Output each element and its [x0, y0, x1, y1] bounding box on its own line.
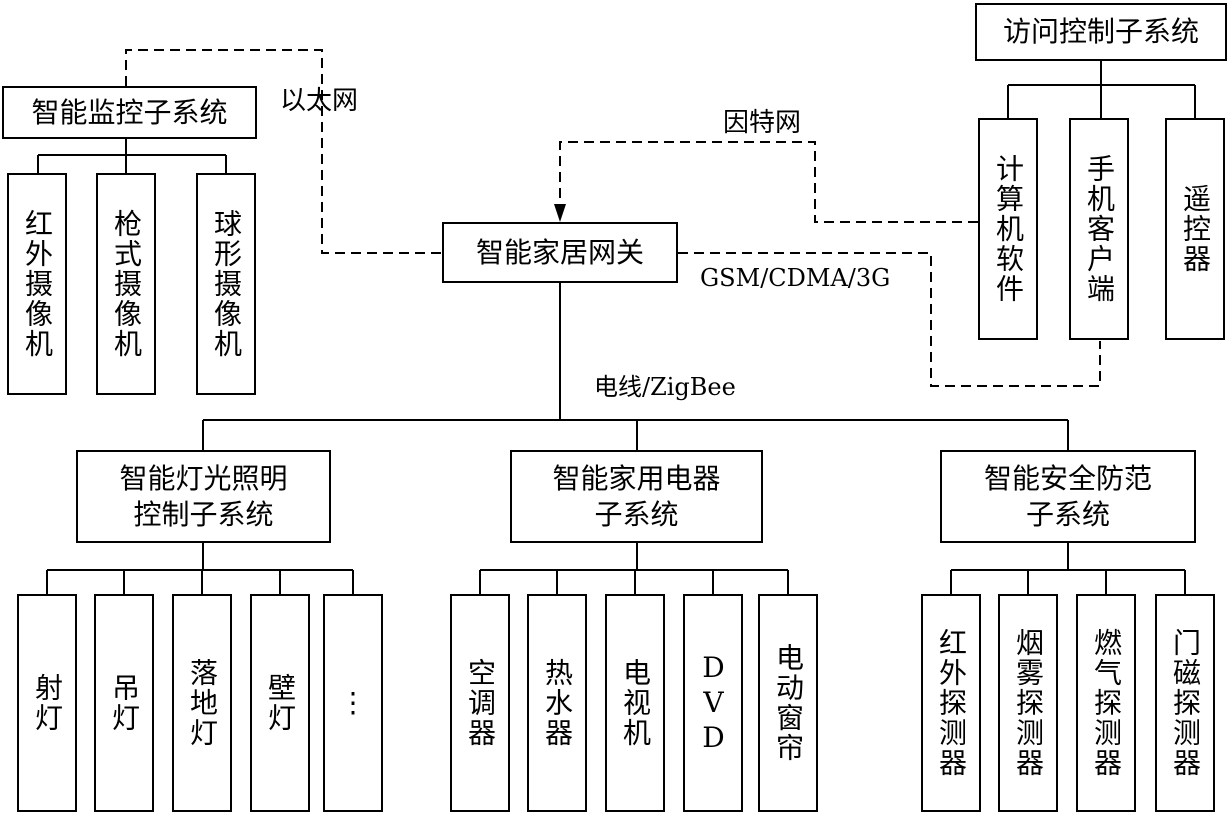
door-magnet-detector-box: 门磁探测器 — [1155, 594, 1215, 812]
spotlight-box: 射灯 — [17, 594, 77, 812]
remote-control-label: 遥控器 — [1179, 184, 1212, 274]
gas-detector-label: 燃气探测器 — [1090, 628, 1123, 778]
spotlight-label: 射灯 — [31, 673, 64, 733]
monitor-subsystem-box: 智能监控子系统 — [2, 86, 257, 139]
wall-lamp-box: 壁灯 — [250, 594, 310, 812]
dome-camera-box: 球形摄像机 — [196, 173, 256, 395]
phone-client-box: 手机客户端 — [1069, 118, 1129, 340]
internet-dashed-link — [559, 141, 978, 223]
dome-camera-label: 球形摄像机 — [210, 209, 243, 359]
security-title-line2: 子系统 — [1025, 497, 1110, 531]
electric-curtain-label: 电动窗帘 — [772, 643, 805, 763]
pendant-light-label: 吊灯 — [108, 673, 141, 733]
gateway-label: 智能家居网关 — [475, 235, 644, 269]
remote-control-box: 遥控器 — [1165, 118, 1225, 340]
gun-camera-box: 枪式摄像机 — [96, 173, 156, 395]
air-conditioner-label: 空调器 — [464, 658, 497, 748]
infrared-camera-label: 红外摄像机 — [21, 209, 54, 359]
ethernet-dashed-link — [125, 49, 442, 254]
gun-camera-label: 枪式摄像机 — [110, 209, 143, 359]
appliance-title-line2: 子系统 — [594, 497, 679, 531]
appliance-subsystem-box: 智能家用电器 子系统 — [510, 450, 763, 543]
lighting-title-line2: 控制子系统 — [133, 497, 274, 531]
mobile-network-label: GSM/CDMA/3G — [700, 264, 891, 292]
floor-lamp-label: 落地灯 — [186, 658, 219, 748]
powerline-zigbee-label: 电线/ZigBee — [594, 373, 736, 401]
appliance-title-line1: 智能家用电器 — [552, 461, 721, 495]
dvd-label: DVD — [697, 650, 730, 756]
phone-client-label: 手机客户端 — [1083, 154, 1116, 304]
security-subsystem-box: 智能安全防范 子系统 — [940, 450, 1196, 543]
internet-label: 因特网 — [723, 108, 802, 138]
computer-software-label: 计算机软件 — [992, 154, 1025, 304]
pendant-light-box: 吊灯 — [94, 594, 154, 812]
water-heater-box: 热水器 — [527, 594, 587, 812]
air-conditioner-box: 空调器 — [450, 594, 510, 812]
access-subsystem-box: 访问控制子系统 — [975, 3, 1227, 61]
mobile-dashed-link — [678, 252, 1101, 387]
door-magnet-detector-label: 门磁探测器 — [1169, 628, 1202, 778]
lighting-subsystem-box: 智能灯光照明 控制子系统 — [76, 450, 331, 543]
ethernet-label: 以太网 — [280, 86, 359, 116]
gas-detector-box: 燃气探测器 — [1076, 594, 1136, 812]
television-box: 电视机 — [605, 594, 665, 812]
gateway-box: 智能家居网关 — [442, 222, 678, 283]
smoke-detector-label: 烟雾探测器 — [1012, 628, 1045, 778]
monitor-subsystem-title: 智能监控子系统 — [31, 95, 228, 129]
floor-lamp-box: 落地灯 — [172, 594, 232, 812]
security-title-line1: 智能安全防范 — [983, 461, 1152, 495]
infrared-detector-box: 红外探测器 — [921, 594, 981, 812]
infrared-detector-label: 红外探测器 — [935, 628, 968, 778]
television-label: 电视机 — [619, 658, 652, 748]
lighting-title-line1: 智能灯光照明 — [119, 461, 288, 495]
more-lights-box: ⋮ — [323, 594, 383, 812]
more-lights-ellipsis: ⋮ — [339, 686, 367, 719]
dvd-box: DVD — [683, 594, 743, 812]
computer-software-box: 计算机软件 — [978, 118, 1038, 340]
smoke-detector-box: 烟雾探测器 — [998, 594, 1058, 812]
water-heater-label: 热水器 — [541, 658, 574, 748]
access-subsystem-title: 访问控制子系统 — [1002, 15, 1199, 48]
internet-arrowhead — [554, 204, 566, 222]
wall-lamp-label: 壁灯 — [264, 673, 297, 733]
electric-curtain-box: 电动窗帘 — [758, 594, 818, 812]
infrared-camera-box: 红外摄像机 — [7, 173, 67, 395]
